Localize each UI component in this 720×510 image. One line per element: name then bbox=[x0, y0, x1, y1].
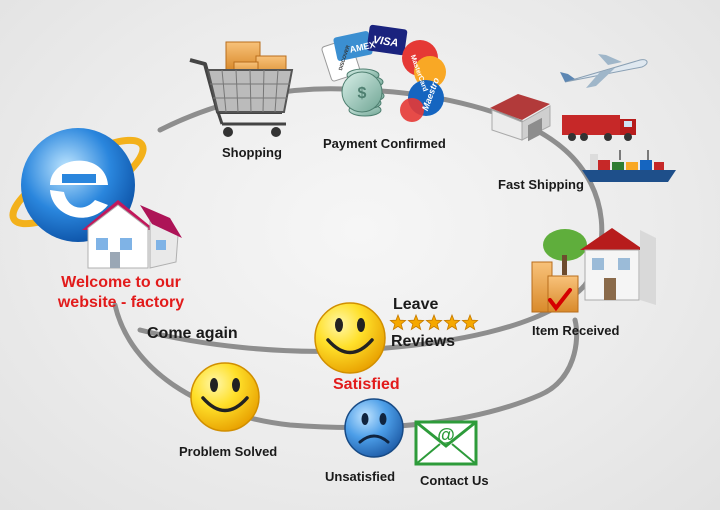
home-house-icon bbox=[82, 200, 182, 269]
fast-shipping-label: Fast Shipping bbox=[498, 177, 584, 192]
svg-text:@: @ bbox=[437, 425, 455, 445]
shopping-label: Shopping bbox=[222, 145, 282, 160]
welcome-line-1: Welcome to our bbox=[61, 274, 181, 291]
welcome-text: Welcome to our website - factory bbox=[46, 273, 196, 313]
problem-solved-label: Problem Solved bbox=[179, 444, 278, 459]
shopping-cart-icon bbox=[189, 41, 294, 137]
cargo-ship-icon bbox=[582, 150, 676, 182]
reviews-label: Reviews bbox=[391, 333, 456, 350]
airplane-icon bbox=[560, 54, 648, 88]
truck-icon bbox=[562, 115, 636, 141]
email-envelope-icon: @ bbox=[414, 420, 478, 466]
svg-text:$: $ bbox=[358, 85, 367, 102]
star-icon bbox=[389, 313, 407, 331]
come-again-label: Come again bbox=[147, 325, 238, 342]
sad-face-icon bbox=[344, 398, 404, 458]
received-house-icon bbox=[531, 228, 656, 313]
happy-smiley-icon bbox=[314, 302, 386, 374]
star-icon bbox=[443, 313, 461, 331]
payment-cards-icon: $ bbox=[321, 24, 446, 122]
satisfied-label: Satisfied bbox=[333, 376, 400, 393]
visa-card-label: VISA bbox=[372, 34, 399, 49]
star-icon bbox=[425, 313, 443, 331]
star-icon bbox=[407, 313, 425, 331]
problem-solved-smiley-icon bbox=[190, 362, 260, 432]
star-icon bbox=[461, 313, 479, 331]
welcome-line-2: website - factory bbox=[57, 294, 185, 311]
unsatisfied-label: Unsatisfied bbox=[325, 469, 396, 484]
contact-us-label: Contact Us bbox=[420, 473, 489, 488]
warehouse-icon bbox=[490, 94, 551, 142]
rating-stars bbox=[389, 313, 479, 331]
payment-confirmed-label: Payment Confirmed bbox=[323, 136, 446, 151]
item-received-label: Item Received bbox=[532, 323, 620, 338]
leave-label: Leave bbox=[393, 296, 439, 313]
